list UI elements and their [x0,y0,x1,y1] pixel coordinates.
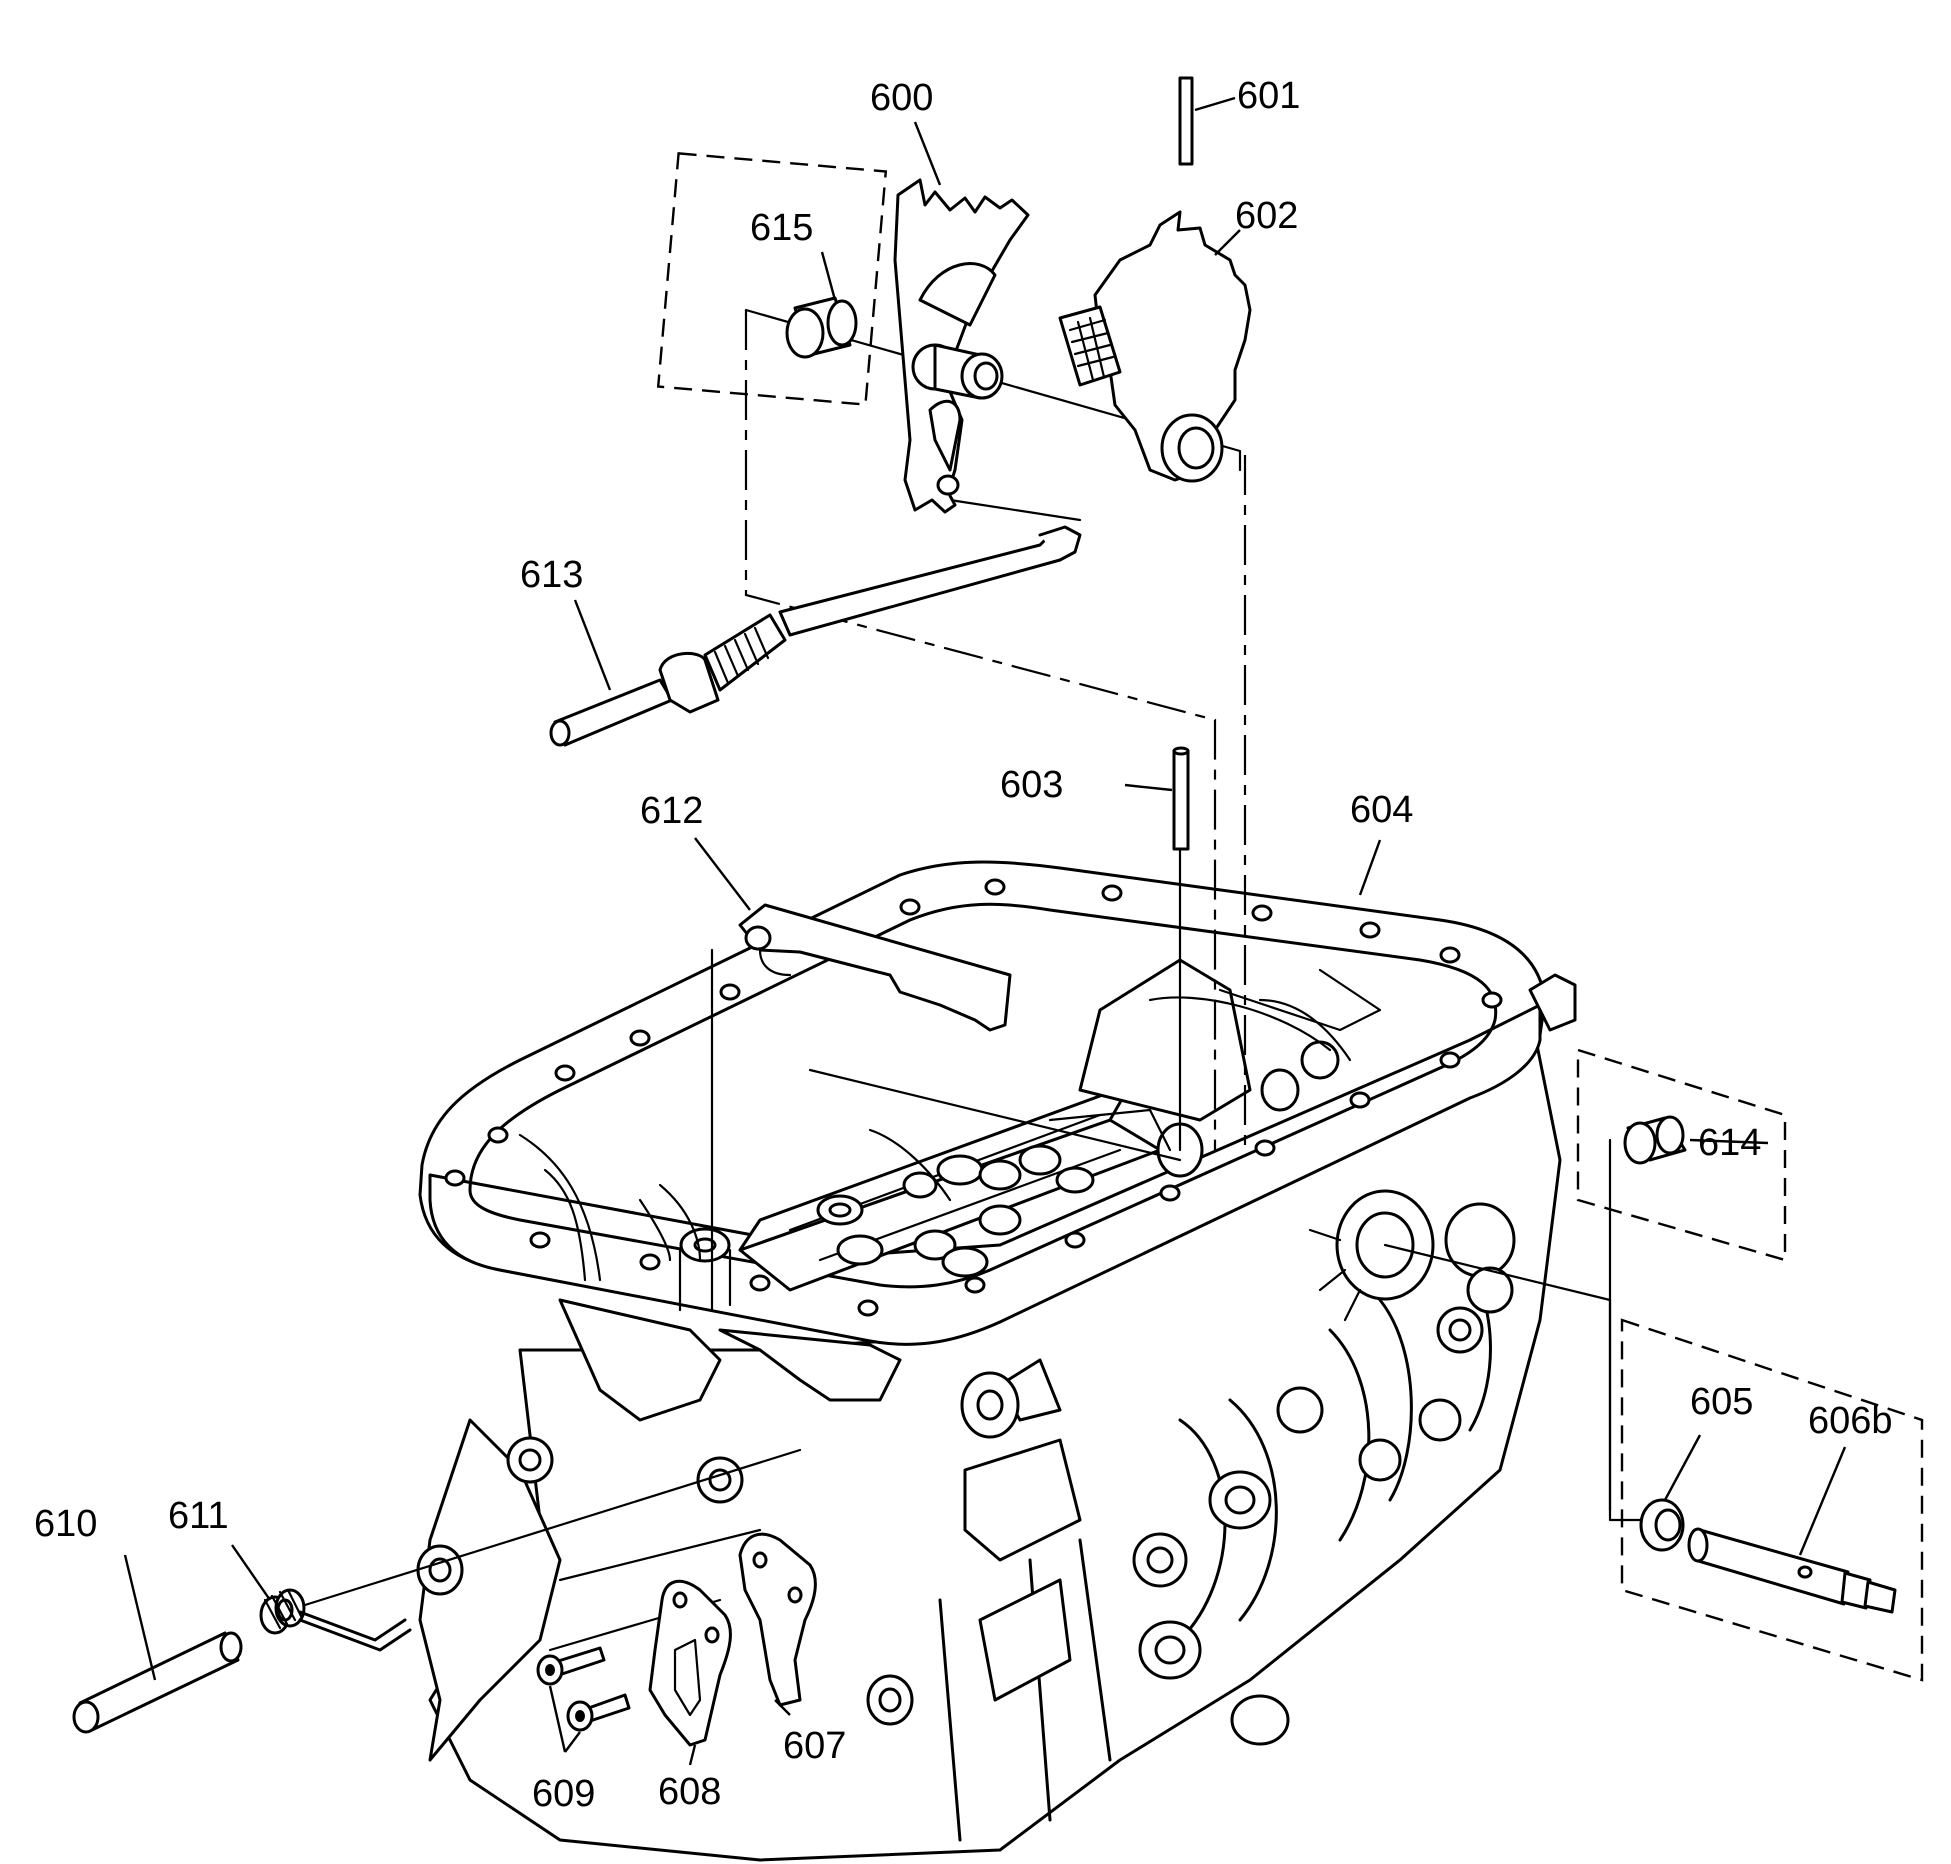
callout-601: 601 [1237,75,1300,117]
part-603-pin [1172,746,1190,851]
part-601-pin [1178,76,1194,166]
callout-610: 610 [34,1503,97,1545]
dashed-box-605-606b [1620,1318,1924,1682]
part-611-spring [259,1588,412,1652]
callout-609: 609 [532,1773,595,1815]
part-612-bracket [738,903,1012,1032]
part-600-detent-lever [893,178,1030,514]
leader-lines [123,96,1847,1766]
dashed-box-614 [1576,1048,1787,1262]
callout-606b: 606b [1808,1400,1893,1442]
callout-607: 607 [783,1725,846,1767]
callout-608: 608 [658,1771,721,1813]
part-615-bushing [785,296,858,359]
alignment-lines [303,308,1662,1652]
part-606b-shaft [1687,1527,1897,1614]
part-610-pin [72,1631,243,1734]
callout-615: 615 [750,207,813,249]
callout-614: 614 [1698,1122,1761,1164]
part-613-manual-shaft [549,525,1082,747]
callout-602: 602 [1235,195,1298,237]
part-614-bushing [1623,1115,1687,1165]
callout-605: 605 [1690,1381,1753,1423]
part-602-position-switch [1058,210,1252,483]
part-609-bolts [536,1646,631,1732]
part-605-seal [1639,1498,1685,1552]
callout-611: 611 [168,1495,229,1537]
part-608-cover-plate [648,1579,732,1747]
callout-613: 613 [520,554,583,596]
callout-600: 600 [870,77,933,119]
callout-604: 604 [1350,789,1413,831]
dashed-box-615 [656,152,888,406]
part-607-gasket [738,1532,817,1707]
callout-603: 603 [1000,764,1063,806]
callout-612: 612 [640,790,703,832]
